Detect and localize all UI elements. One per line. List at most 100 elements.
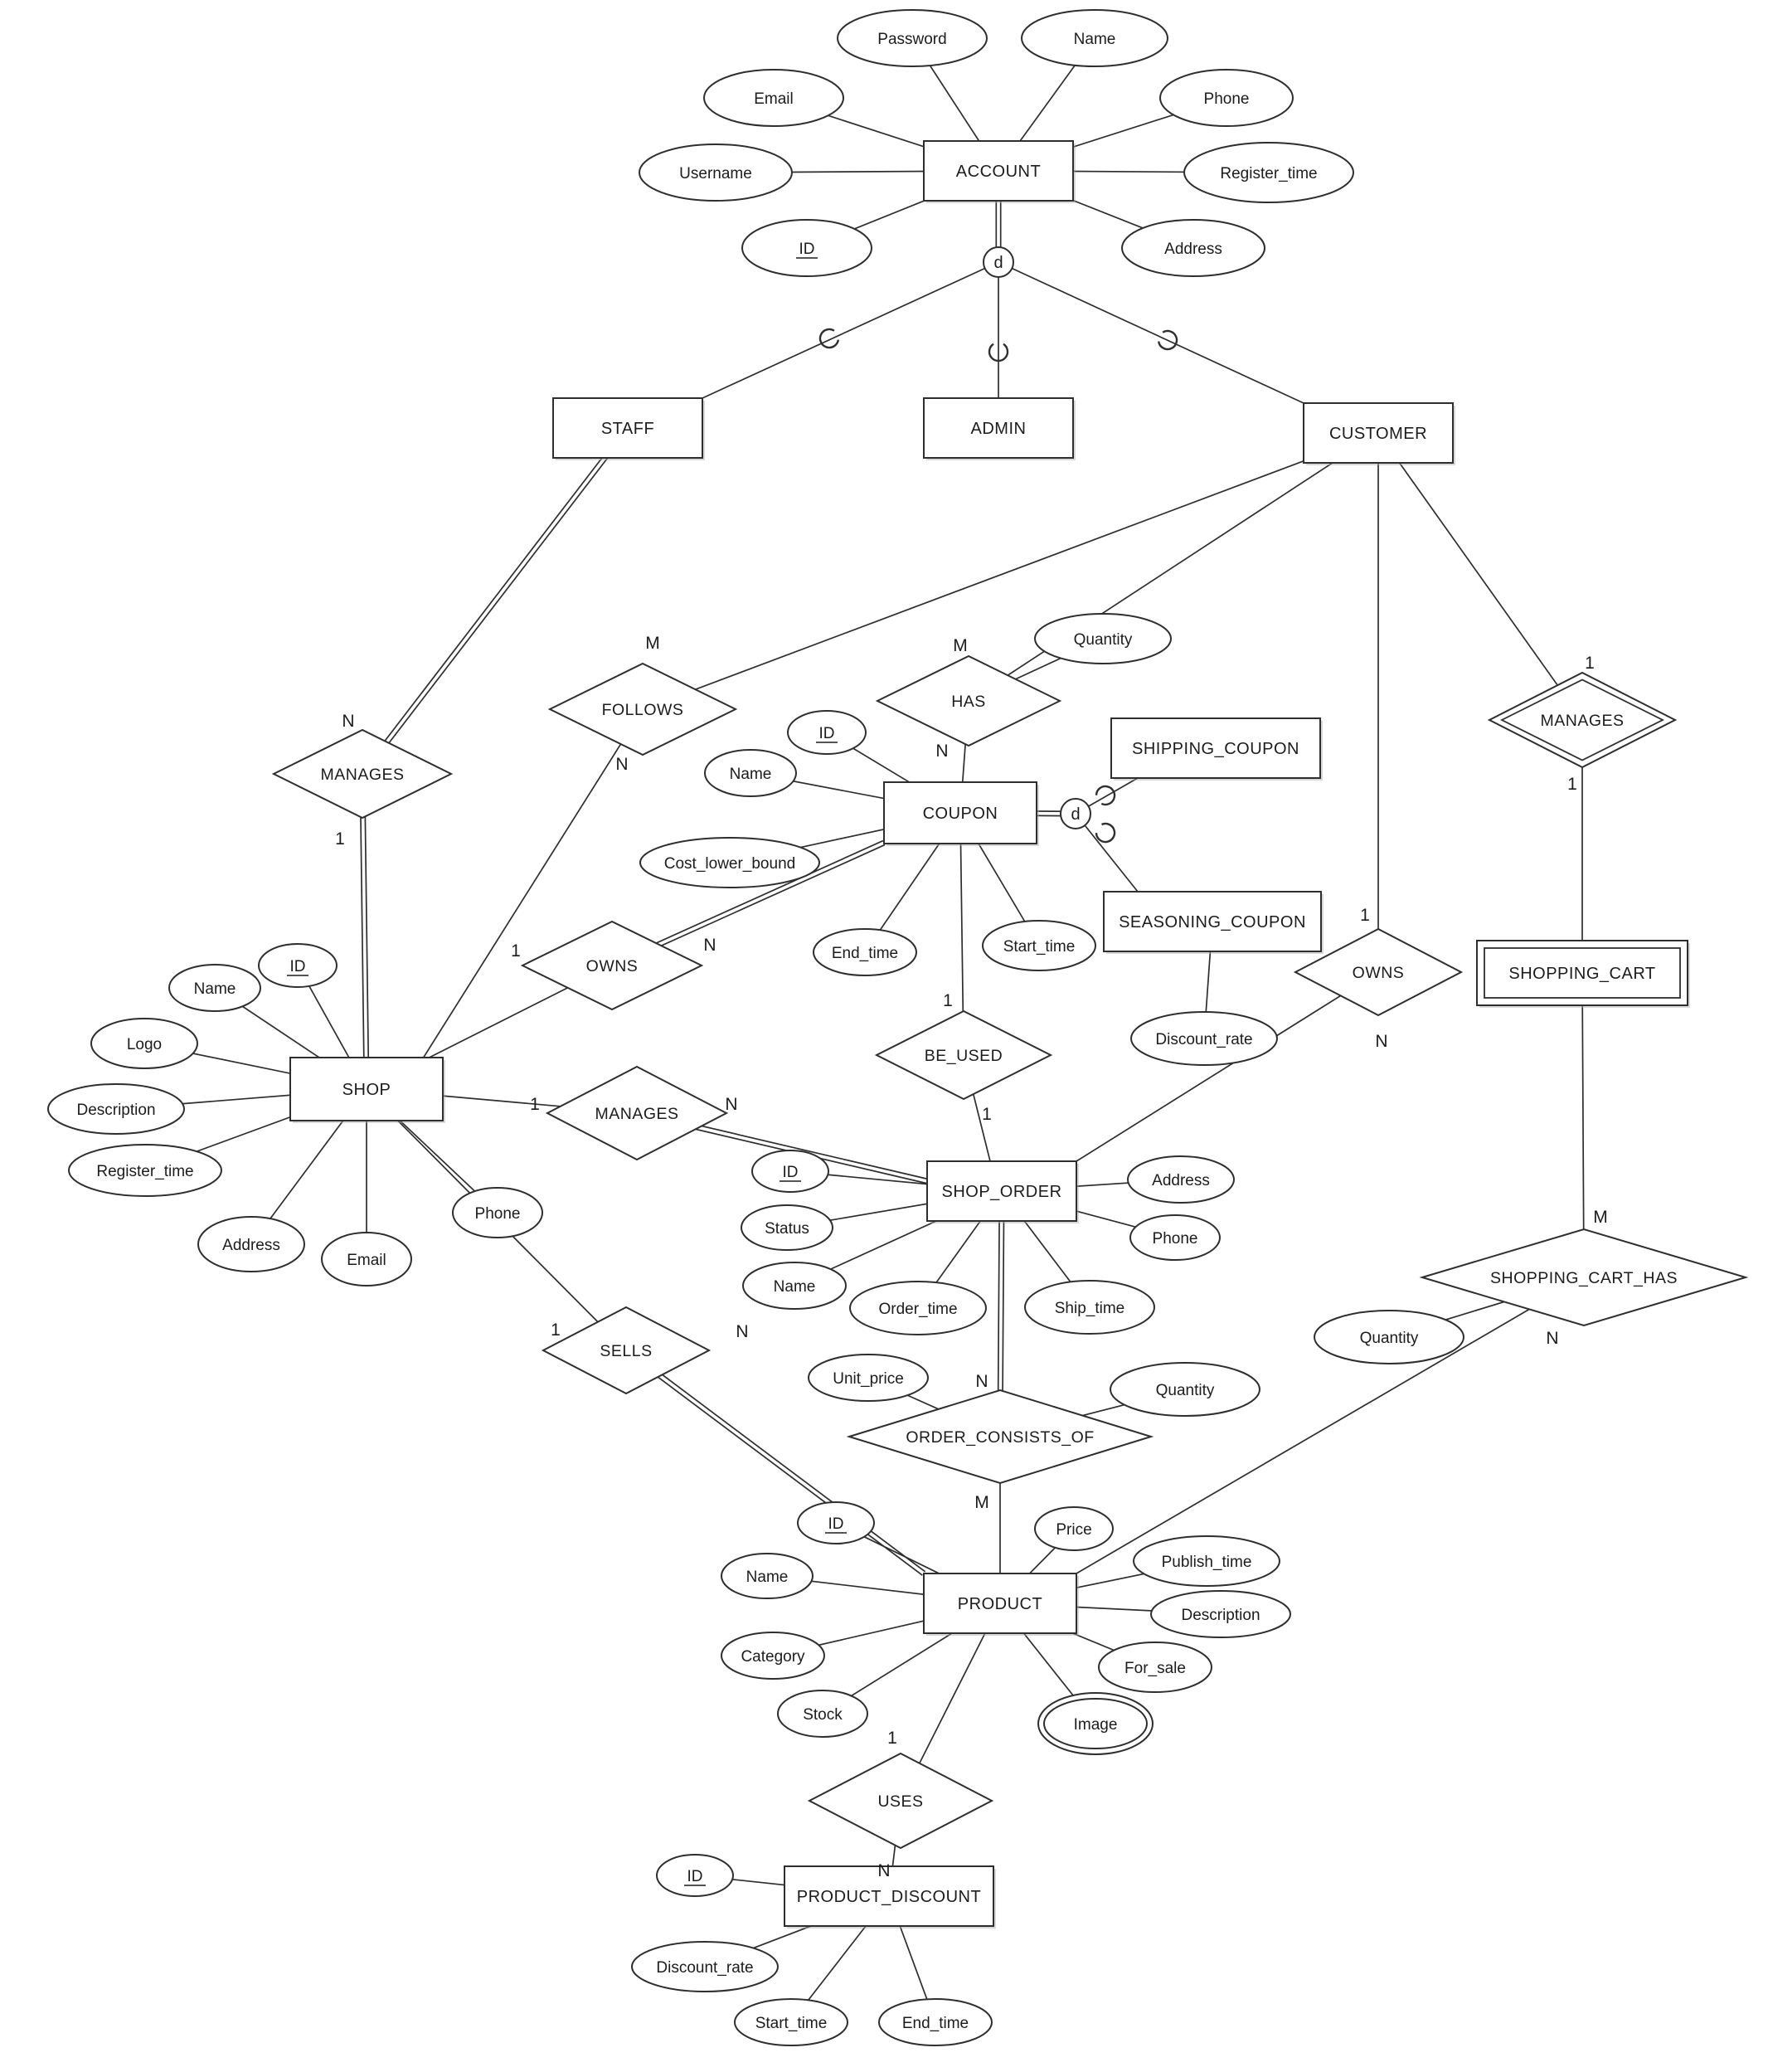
- attribute-seasoning-discount-rate: Discount_rate: [1130, 1011, 1278, 1066]
- attribute-ellipse: [1314, 1310, 1464, 1364]
- edge-staff-manages: [360, 426, 630, 776]
- entity-box: [923, 1573, 1077, 1634]
- attribute-ellipse: [90, 1018, 198, 1069]
- cardinality-uses-1: 1: [887, 1729, 897, 1748]
- relationship-follows: FOLLOWS: [547, 662, 738, 756]
- relationship-label: SELLS: [600, 1342, 652, 1360]
- attribute-p-description: Description: [1150, 1590, 1291, 1638]
- attribute-pd-id: ID: [656, 1854, 734, 1897]
- edge-line-cart-cart-has: [1581, 972, 1585, 1278]
- category-label: d: [993, 254, 1003, 272]
- relationship-be-used: BE_USED: [874, 1009, 1053, 1101]
- cardinality-manages-order-n: N: [725, 1095, 737, 1114]
- attribute-ellipse: [639, 143, 793, 202]
- relationship-diamond: [271, 728, 454, 820]
- attribute-ellipse: [47, 1083, 185, 1135]
- attribute-label: Address: [1164, 241, 1222, 258]
- cardinality-manages-order-1: 1: [530, 1095, 540, 1114]
- relationship-label: MANAGES: [1540, 712, 1624, 730]
- attribute-label: Address: [1152, 1172, 1210, 1189]
- attribute-ellipse: [1127, 1155, 1235, 1204]
- attribute-ellipse: [1021, 9, 1168, 67]
- entity-shopping-cart: SHOPPING_CART: [1476, 940, 1690, 1008]
- relationship-owns-customer-order: OWNS: [1293, 927, 1464, 1017]
- attribute-ellipse: [1121, 219, 1265, 277]
- attribute-ellipse: [1129, 1214, 1221, 1261]
- attribute-ellipse: [1130, 1011, 1278, 1066]
- entity-box: [1303, 402, 1454, 464]
- entity-box-inner: [1484, 947, 1681, 999]
- cardinality-manages-cart-1a: 1: [1585, 654, 1595, 673]
- entity-product-discount: PRODUCT_DISCOUNT: [784, 1865, 996, 1929]
- attribute-label: Address: [222, 1237, 280, 1254]
- entity-customer: CUSTOMER: [1303, 402, 1455, 465]
- attribute-label: Username: [679, 165, 752, 182]
- relationship-diamond-inner: [1499, 679, 1665, 761]
- attribute-pd-discount-rate: Discount_rate: [631, 1941, 779, 1992]
- entity-label: PRODUCT_DISCOUNT: [797, 1888, 981, 1906]
- relationship-diamond: [547, 662, 738, 756]
- attribute-ellipse: [837, 9, 988, 67]
- relationship-diamond: [545, 1065, 729, 1161]
- entity-admin: ADMIN: [923, 397, 1076, 460]
- attribute-p-id: ID: [797, 1501, 875, 1544]
- edge-line-cart-has-product: [1076, 1277, 1585, 1574]
- attribute-shop-name: Name: [168, 964, 261, 1012]
- attribute-label: ID: [819, 725, 835, 742]
- entity-box: [289, 1057, 444, 1121]
- attribute-acc-phone: Phone: [1159, 69, 1294, 127]
- entity-shipping-coupon: SHIPPING_COUPON: [1110, 717, 1323, 781]
- cardinality-owns-coupon-n: N: [703, 936, 716, 955]
- attribute-ellipse: [1024, 1280, 1155, 1335]
- relationship-label: MANAGES: [595, 1105, 678, 1123]
- attribute-label: Category: [741, 1648, 805, 1666]
- cardinality-follows-n: N: [615, 755, 628, 774]
- relationship-diamond: [846, 1389, 1154, 1485]
- relationship-diamond: [541, 1306, 712, 1395]
- relationship-label: MANAGES: [320, 766, 404, 784]
- subset-symbol-icon: [1157, 329, 1178, 351]
- relationship-diamond: [1293, 927, 1464, 1017]
- entity-box: [883, 781, 1037, 844]
- attribute-coupon-name: Name: [704, 749, 797, 797]
- attribute-ellipse: [1183, 142, 1354, 203]
- entity-label: STAFF: [601, 420, 654, 438]
- attribute-acc-register-time: Register_time: [1183, 142, 1354, 203]
- attribute-label: Publish_time: [1162, 1554, 1252, 1571]
- attribute-so-status: Status: [741, 1204, 833, 1251]
- attribute-label: Image: [1074, 1716, 1118, 1734]
- attribute-label: End_time: [832, 945, 898, 962]
- relationship-diamond: [520, 920, 704, 1011]
- attribute-coupon-end-time: End_time: [813, 928, 917, 976]
- edge-line-staff-manages: [360, 426, 627, 773]
- attribute-oco-quantity: Quantity: [1110, 1362, 1260, 1417]
- edge-cart-cart-has: [1581, 972, 1585, 1278]
- edge-owns-shop-order: [1076, 971, 1379, 1162]
- attribute-acc-name: Name: [1021, 9, 1168, 67]
- attribute-ellipse: [741, 219, 872, 277]
- attribute-pd-end-time: End_time: [878, 1998, 993, 2046]
- cardinality-owns-customer-1: 1: [1360, 906, 1370, 925]
- cardinality-sells-1: 1: [551, 1321, 561, 1340]
- attribute-label: Stock: [803, 1706, 843, 1724]
- edge-line-d1-staff: [702, 261, 999, 399]
- entity-label: ACCOUNT: [956, 163, 1041, 181]
- edge-line-d2-seasoning: [1075, 813, 1139, 893]
- edge-line-d1-customer: [998, 261, 1304, 404]
- edge-customer-has: [968, 432, 1379, 702]
- entity-box: [923, 140, 1074, 202]
- relationship-label: FOLLOWS: [602, 701, 684, 719]
- relationship-diamond: [807, 1752, 994, 1850]
- relationship-label: SHOPPING_CART_HAS: [1490, 1269, 1678, 1287]
- cardinality-consists-n: N: [975, 1372, 988, 1391]
- relationship-label: HAS: [951, 693, 986, 711]
- attribute-ellipse: [168, 964, 261, 1012]
- attribute-p-publish-time: Publish_time: [1133, 1535, 1280, 1587]
- attribute-ellipse: [813, 928, 917, 976]
- entity-product: PRODUCT: [923, 1573, 1079, 1636]
- attribute-ellipse: [1110, 1362, 1260, 1417]
- attribute-ellipse: [1133, 1535, 1280, 1587]
